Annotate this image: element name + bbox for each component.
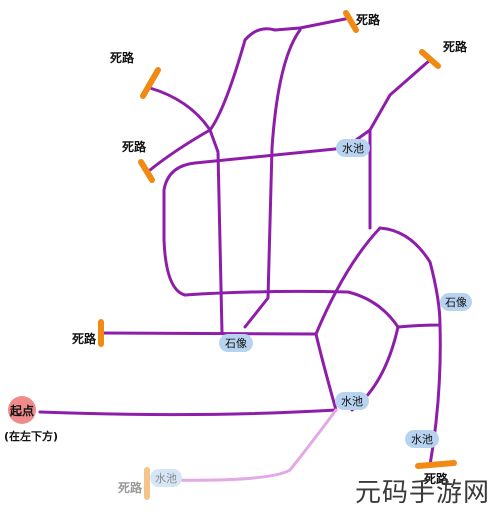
dead-end-label: 死路 bbox=[110, 51, 135, 65]
dead-end-markers bbox=[98, 10, 457, 500]
dead-end-label: 死路 bbox=[72, 332, 97, 346]
pool-marker: 水池 bbox=[336, 139, 370, 157]
path-segment bbox=[314, 226, 442, 336]
dead-end-label: 死路 bbox=[443, 40, 468, 54]
path-segment bbox=[368, 58, 432, 132]
path-segment bbox=[243, 28, 302, 329]
pool-marker: 水池 bbox=[405, 430, 439, 448]
dead-end-label: 死路 bbox=[118, 481, 143, 495]
path-segment bbox=[162, 146, 347, 297]
dead-end-label: 死路 bbox=[424, 472, 449, 486]
path-segment bbox=[148, 86, 212, 132]
start-marker: 起点 bbox=[8, 396, 36, 424]
path-segment bbox=[98, 331, 318, 336]
path-segment bbox=[314, 332, 338, 412]
path-segment bbox=[38, 408, 338, 417]
statue-marker: 石像 bbox=[440, 293, 472, 311]
pool-marker: 水池 bbox=[150, 469, 182, 487]
dead-end-marker bbox=[138, 159, 155, 183]
path-segment bbox=[158, 408, 338, 482]
dead-end-marker bbox=[415, 460, 457, 469]
dead-end-label: 死路 bbox=[122, 140, 147, 154]
path-segment bbox=[148, 16, 352, 172]
dead-end-marker bbox=[140, 67, 161, 99]
dead-end-label: 死路 bbox=[356, 13, 381, 27]
start-note: (在左下方) bbox=[4, 430, 59, 443]
dead-end-marker bbox=[419, 49, 441, 69]
dead-end-marker bbox=[343, 10, 359, 33]
path-segment bbox=[183, 289, 350, 297]
pool-marker: 水池 bbox=[335, 392, 369, 410]
watermark: 元码手游网 bbox=[354, 478, 490, 508]
path-segment bbox=[428, 323, 442, 467]
path-segment bbox=[208, 128, 224, 335]
statue-marker: 石像 bbox=[219, 334, 253, 352]
maze-paths bbox=[38, 16, 442, 482]
